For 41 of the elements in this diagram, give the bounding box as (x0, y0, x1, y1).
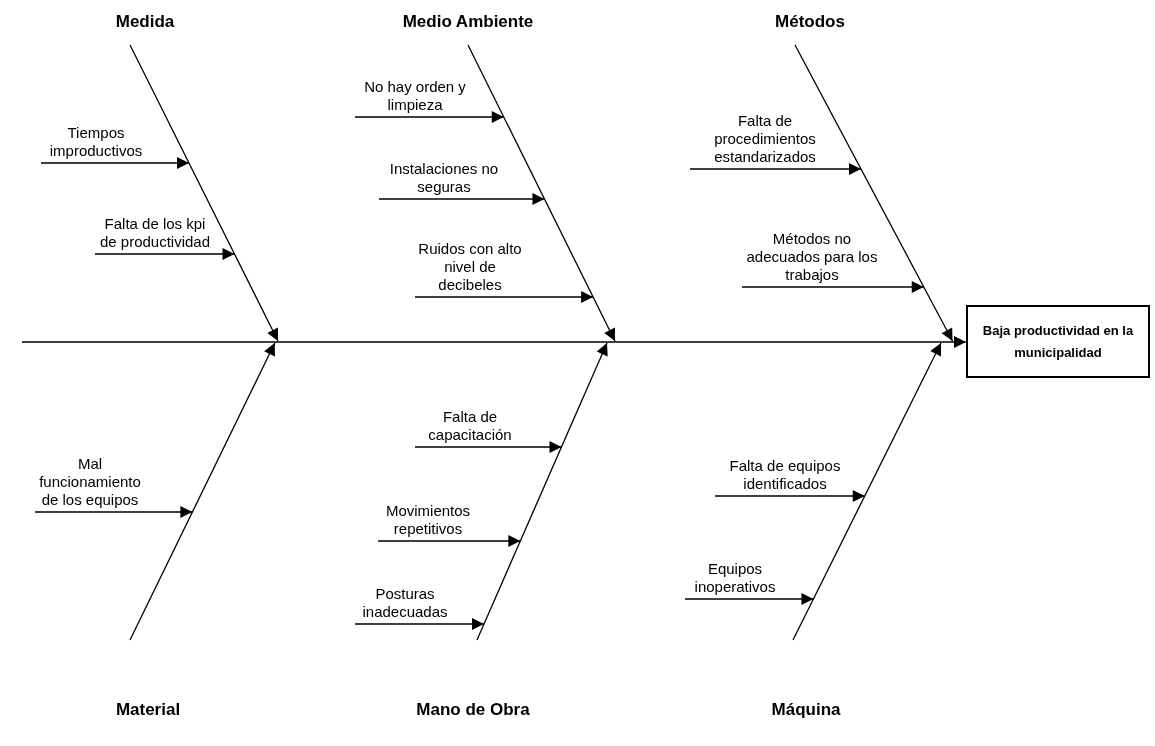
cause-label: Tiempos improductivos (41, 124, 151, 163)
effect-box: Baja productividad en la municipalidad (966, 305, 1150, 378)
category-label: Material (115, 700, 181, 720)
arrow (40, 157, 190, 169)
arrow (354, 618, 485, 630)
arrow (34, 506, 194, 518)
arrow (930, 342, 942, 360)
category-label: Máquina (771, 700, 841, 720)
arrow (954, 336, 967, 348)
category-label: Mano de Obra (416, 700, 530, 720)
cause-label: Ruidos con alto nivel de decibeles (415, 240, 525, 297)
arrow (377, 535, 521, 547)
cause-label: Métodos no adecuados para los trabajos (742, 230, 882, 287)
cause-label: Falta de equipos identificados (715, 457, 855, 496)
cause-label: No hay orden y limpieza (355, 78, 475, 117)
cause-label: Falta de procedimientos estandarizados (690, 112, 840, 169)
cause-label: Falta de capacitación (415, 408, 525, 447)
cause-label: Movimientos repetitivos (378, 502, 478, 541)
arrow (689, 163, 862, 175)
category-label: Métodos (775, 12, 845, 32)
arrow (94, 248, 236, 260)
arrow (378, 193, 546, 205)
arrow (684, 593, 815, 605)
cause-label: Posturas inadecuadas (355, 585, 455, 624)
arrow (596, 342, 608, 360)
category-label: Medio Ambiente (402, 12, 534, 32)
arrow (354, 111, 505, 123)
arrow (264, 342, 276, 360)
cause-label: Instalaciones no seguras (379, 160, 509, 199)
arrow (604, 324, 616, 342)
cause-label: Falta de los kpi de productividad (95, 215, 215, 254)
arrow (941, 324, 954, 342)
arrow (714, 490, 866, 502)
arrow (267, 324, 279, 342)
cause-label: Equipos inoperativos (685, 560, 785, 599)
arrow (741, 281, 925, 293)
cause-label: Mal funcionamiento de los equipos (35, 455, 145, 512)
spine-line (22, 341, 955, 343)
arrow (414, 441, 563, 453)
category-label: Medida (115, 12, 175, 32)
arrow (414, 291, 594, 303)
